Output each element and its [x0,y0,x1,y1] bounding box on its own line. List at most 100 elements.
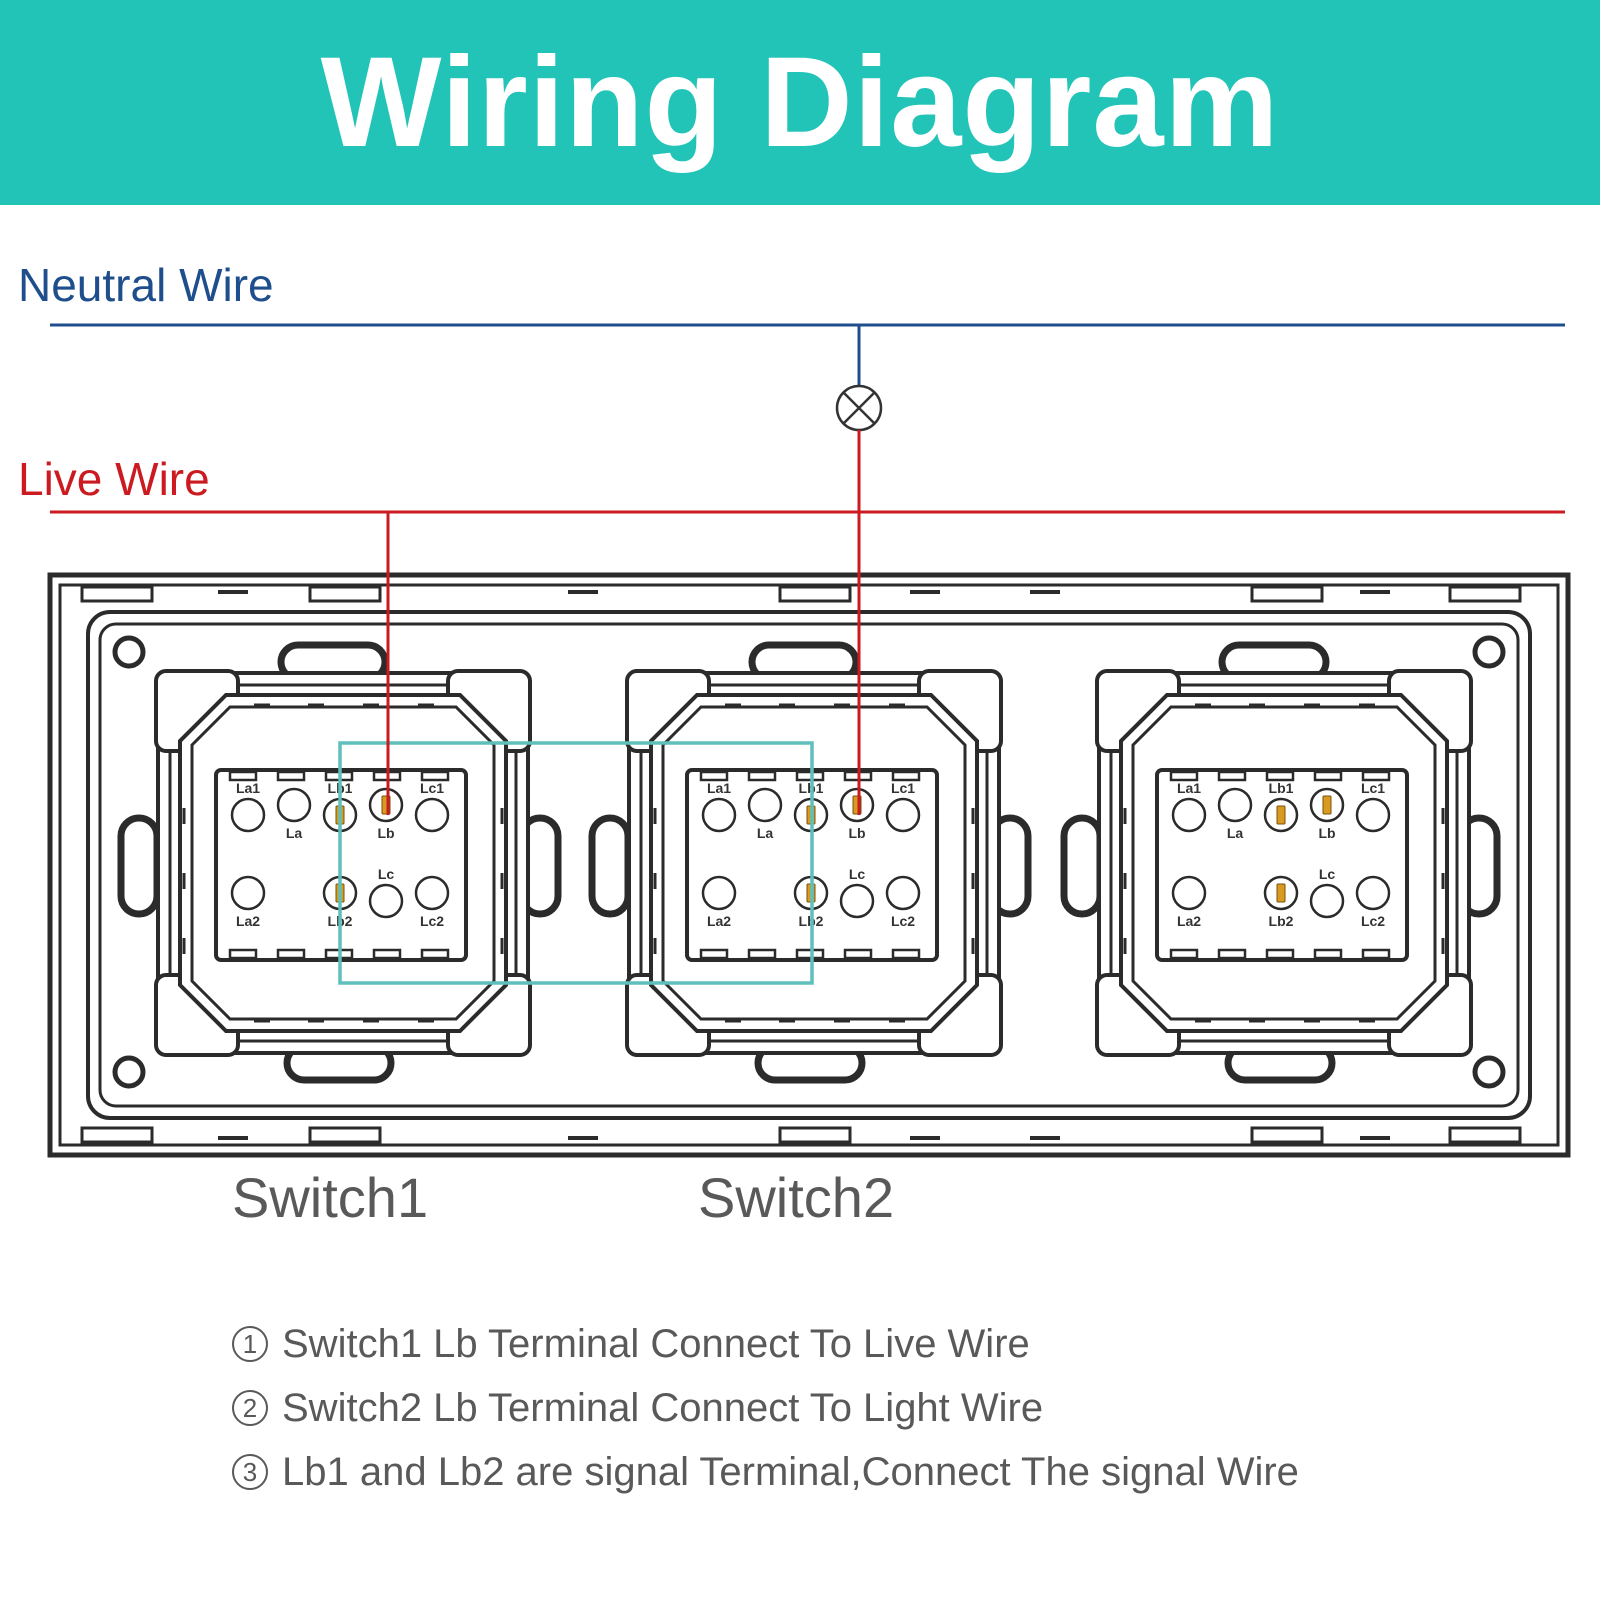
terminal-label: La2 [1177,913,1201,929]
terminal-clamp [420,948,450,960]
terminal-screw-icon [368,883,404,919]
terminal-clamp [1217,770,1247,782]
circled-number-icon: 2 [232,1390,268,1426]
frame-clip [778,585,852,603]
terminal-label: Lc1 [420,780,444,796]
note-item: 1 Switch1 Lb Terminal Connect To Live Wi… [232,1312,1299,1376]
live-wire-label: Live Wire [18,453,210,505]
note-text: Switch1 Lb Terminal Connect To Live Wire [282,1321,1030,1366]
terminal-screw-icon [276,787,312,823]
terminal-screw-icon [839,883,875,919]
switch-panel-frame [47,572,1571,1158]
frame-clip [80,585,154,603]
signal-wire-loop [338,741,814,985]
header-banner: Wiring Diagram [0,0,1600,205]
terminal-block [1155,768,1409,962]
terminal-screw-icon [1355,875,1391,911]
terminal-clamp [843,948,873,960]
terminal-clamp [1361,948,1391,960]
terminal-label: La [286,825,303,841]
terminal-clamp [372,948,402,960]
terminal-contact [1276,805,1286,825]
lamp-symbol-icon [835,384,883,432]
terminal-label: La1 [1177,780,1201,796]
switch2-label: Switch2 [698,1166,895,1229]
frame-clip [308,1126,382,1144]
terminal-clamp [891,770,921,782]
terminal-label: Lb2 [1269,913,1294,929]
frame-clip [80,1126,154,1144]
lamp-cross [842,391,876,425]
terminal-clamp [1265,770,1295,782]
terminal-label: Lc2 [420,913,444,929]
mounting-slot [1060,814,1104,918]
terminal-screw-icon [885,875,921,911]
terminal-clamp [420,770,450,782]
terminal-clamp [276,948,306,960]
signal-wire [338,741,814,985]
terminal-clamp [1169,948,1199,960]
frame-clip [1250,585,1324,603]
terminal-clamp [699,770,729,782]
terminal-label: Lc1 [1361,780,1385,796]
terminal-contact [1276,883,1286,903]
terminal-label: Lc1 [891,780,915,796]
module-body-inner [168,683,518,1043]
terminal-label: Lc2 [1361,913,1385,929]
terminal-label: La [757,825,774,841]
wire-lines [50,323,1565,815]
outer-frame-inner [58,583,1560,1147]
instruction-notes: 1 Switch1 Lb Terminal Connect To Live Wi… [232,1312,1299,1504]
terminal-label: La [1227,825,1244,841]
screw-hole-icon [1472,1055,1506,1089]
terminal-clamp [747,770,777,782]
inner-plate [86,610,1532,1120]
terminal-screw-icon [414,797,450,833]
terminal-clamp [747,948,777,960]
terminal-screw-icon [1309,883,1345,919]
terminal-label: La1 [707,780,731,796]
terminal-label: La2 [236,913,260,929]
mounting-slot [588,814,632,918]
note-text: Lb1 and Lb2 are signal Terminal,Connect … [282,1449,1299,1494]
terminal-clamp [228,948,258,960]
terminal-clamp [1265,948,1295,960]
terminal-label: Lb1 [1269,780,1294,796]
terminal-clamp [795,770,825,782]
outer-frame [47,572,1571,1158]
terminal-label: Lc2 [891,913,915,929]
circled-number-icon: 1 [232,1326,268,1362]
frame-clip [1250,1126,1324,1144]
terminal-screw-icon [747,787,783,823]
page-title: Wiring Diagram [320,31,1280,174]
terminal-clamp [699,948,729,960]
terminal-screw-icon [1171,797,1207,833]
terminal-clamp [1169,770,1199,782]
terminal-clamp [276,770,306,782]
note-text: Switch2 Lb Terminal Connect To Light Wir… [282,1385,1044,1430]
terminal-label: Lb [1318,825,1335,841]
terminal-clamp [1217,948,1247,960]
terminal-screw-icon [230,875,266,911]
circled-number-icon: 3 [232,1454,268,1490]
terminal-screw-icon [1355,797,1391,833]
terminal-clamp [795,948,825,960]
terminal-clamp [1361,770,1391,782]
screw-hole-icon [1472,635,1506,669]
terminal-screw-icon [701,797,737,833]
terminal-label: Lc [378,866,395,882]
terminal-label: Lc [849,866,866,882]
terminal-label: Lc [1319,866,1336,882]
terminal-screw-icon [1217,787,1253,823]
terminal-screw-icon [230,797,266,833]
terminal-contact [1322,795,1332,815]
terminal-label: La1 [236,780,260,796]
module-body-inner [1109,683,1459,1043]
terminal-label: Lb [848,825,865,841]
terminal-label: Lb [377,825,394,841]
screw-hole-icon [112,1055,146,1089]
